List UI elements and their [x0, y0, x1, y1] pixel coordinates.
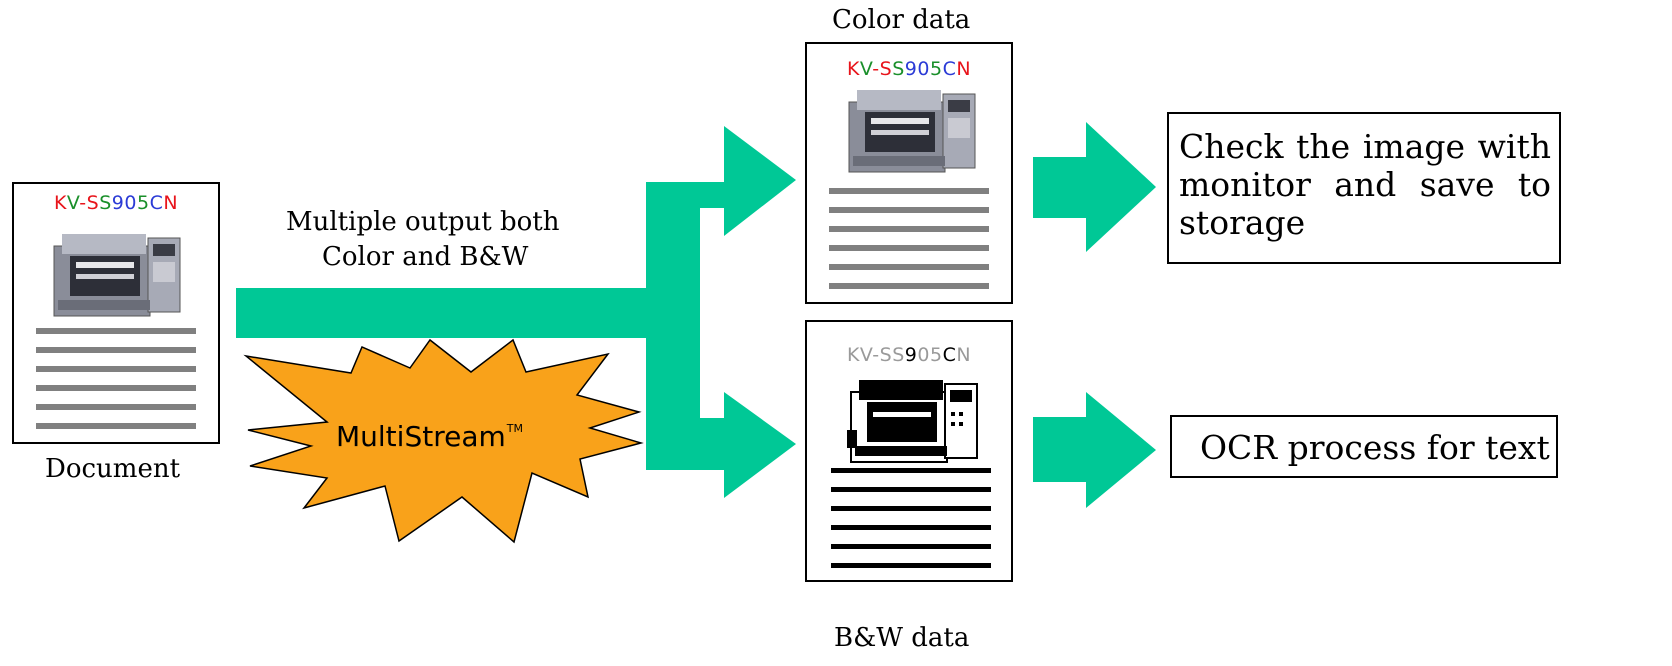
model-letter: N	[956, 344, 972, 366]
model-letter: 0	[917, 344, 930, 366]
model-letter: V	[859, 58, 873, 80]
model-letter: 9	[904, 58, 918, 80]
document-label: Document	[45, 454, 181, 484]
arrow-to-storage	[1033, 122, 1156, 252]
model-letter: -	[872, 58, 880, 80]
model-letter: 5	[136, 192, 150, 214]
model-letter: S	[892, 344, 905, 366]
scanner-image	[50, 226, 184, 322]
bw-output-page: KV-SS905CN	[805, 320, 1013, 582]
arrow-to-bw	[646, 392, 796, 498]
color-text-lines	[829, 188, 989, 289]
flow-caption-line1: Multiple output both	[286, 207, 560, 237]
flow-caption-line2: Color and B&W	[322, 242, 529, 272]
model-letter: 5	[929, 344, 943, 366]
multistream-starburst	[243, 338, 644, 544]
model-letter: -	[872, 344, 880, 366]
model-letter: S	[879, 58, 893, 80]
bw-output-title: B&W data	[834, 623, 970, 653]
document-model-label: KV-SS905CN	[14, 192, 218, 214]
model-letter: S	[99, 192, 112, 214]
model-letter: -	[79, 192, 87, 214]
model-letter: N	[956, 58, 972, 80]
flow-stem	[646, 182, 700, 470]
multistream-label: MultiStreamTM	[336, 420, 523, 453]
model-letter: S	[892, 58, 905, 80]
model-letter: 0	[917, 58, 930, 80]
arrow-to-color	[646, 126, 796, 236]
arrow-to-ocr	[1033, 392, 1156, 508]
model-letter: 0	[124, 192, 137, 214]
model-letter: K	[846, 344, 860, 366]
model-letter: 9	[111, 192, 125, 214]
bw-model-label: KV-SS905CN	[807, 344, 1011, 366]
model-letter: C	[942, 344, 957, 366]
color-output-page: KV-SS905CN	[805, 42, 1013, 304]
model-letter: V	[859, 344, 873, 366]
color-output-title: Color data	[832, 5, 971, 35]
model-letter: S	[879, 344, 893, 366]
model-letter: C	[942, 58, 957, 80]
model-letter: V	[66, 192, 80, 214]
color-model-label: KV-SS905CN	[807, 58, 1011, 80]
document-text-lines	[36, 328, 196, 429]
model-letter: K	[53, 192, 67, 214]
trademark-mark: TM	[506, 422, 523, 435]
model-letter: C	[149, 192, 164, 214]
ocr-result-box: OCR process for text	[1170, 415, 1558, 478]
document-page: KV-SS905CN	[12, 182, 220, 444]
model-letter: S	[86, 192, 100, 214]
main-flow-bar	[236, 288, 700, 338]
model-letter: N	[163, 192, 179, 214]
bw-text-lines	[831, 468, 991, 568]
scanner-bw-image	[847, 372, 981, 468]
scanner-image	[845, 82, 979, 178]
model-letter: 5	[929, 58, 943, 80]
model-letter: 9	[904, 344, 918, 366]
storage-result-box: Check the image with monitor and save to…	[1167, 112, 1561, 264]
model-letter: K	[846, 58, 860, 80]
